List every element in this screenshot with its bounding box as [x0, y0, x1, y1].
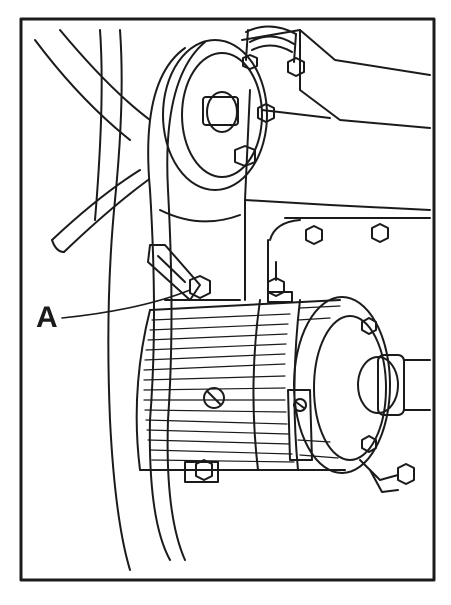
engine-bolts — [234, 54, 389, 245]
figure-border — [19, 17, 436, 582]
fan-belt — [147, 41, 241, 561]
callout-leader-line — [61, 289, 191, 319]
generator-end-cap — [357, 317, 431, 493]
engine-block — [241, 29, 431, 301]
generator-shading — [143, 305, 341, 463]
fan-blade — [34, 29, 151, 571]
mounting-bracket — [184, 459, 219, 483]
terminal-clamp — [287, 389, 313, 461]
crank-pulley — [162, 39, 268, 191]
body-screw — [203, 387, 225, 409]
callout-label-a: A — [36, 301, 58, 334]
adjusting-bracket — [147, 244, 211, 301]
